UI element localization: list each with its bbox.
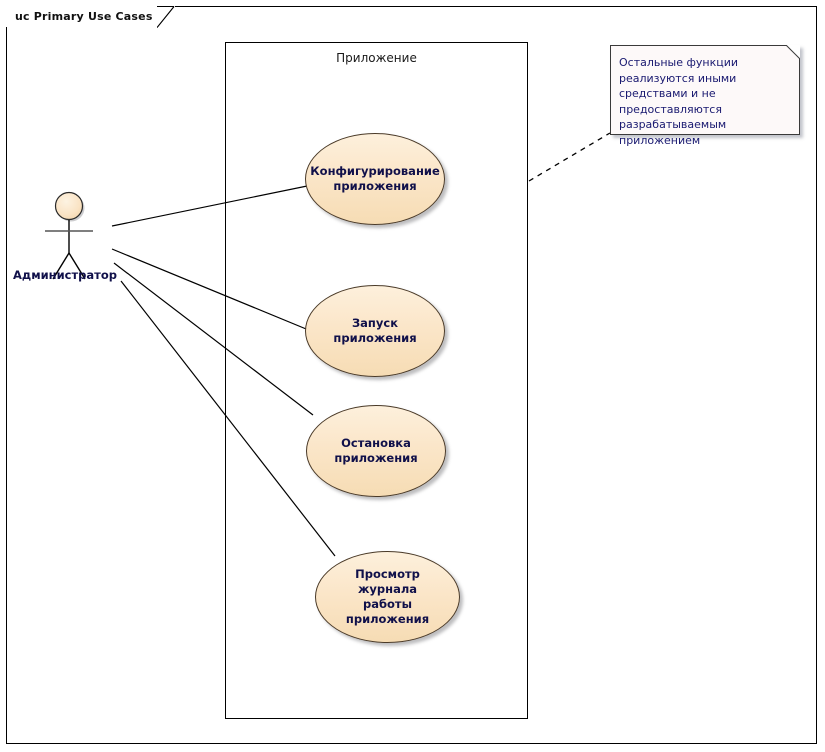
use-case-start[interactable]: Запуск приложения xyxy=(305,285,445,377)
stick-figure-actor-icon xyxy=(45,191,93,280)
use-case-label-configure: Конфигурирование приложения xyxy=(310,164,440,193)
note-fold-icon xyxy=(786,45,800,59)
system-boundary-label: Приложение xyxy=(336,51,417,65)
diagram-frame xyxy=(6,6,817,744)
use-case-view-log[interactable]: Просмотр журнала работы приложения xyxy=(315,551,460,643)
use-case-label-start: Запуск приложения xyxy=(333,316,417,345)
frame-tab-slant-icon xyxy=(156,6,175,28)
actor-label-administrator: Администратор xyxy=(13,268,117,282)
use-case-label-stop: Остановка приложения xyxy=(334,436,418,465)
actor-administrator[interactable] xyxy=(28,180,124,290)
use-case-label-view-log: Просмотр журнала работы приложения xyxy=(345,567,430,626)
use-case-configure[interactable]: Конфигурирование приложения xyxy=(305,133,445,225)
note-box[interactable]: Остальные функции реализуются иными сред… xyxy=(610,45,800,147)
diagram-frame-tab: uc Primary Use Cases xyxy=(6,6,175,28)
use-case-stop[interactable]: Остановка приложения xyxy=(306,405,446,497)
note-text: Остальные функции реализуются иными сред… xyxy=(619,56,739,147)
diagram-frame-title: uc Primary Use Cases xyxy=(15,10,153,23)
